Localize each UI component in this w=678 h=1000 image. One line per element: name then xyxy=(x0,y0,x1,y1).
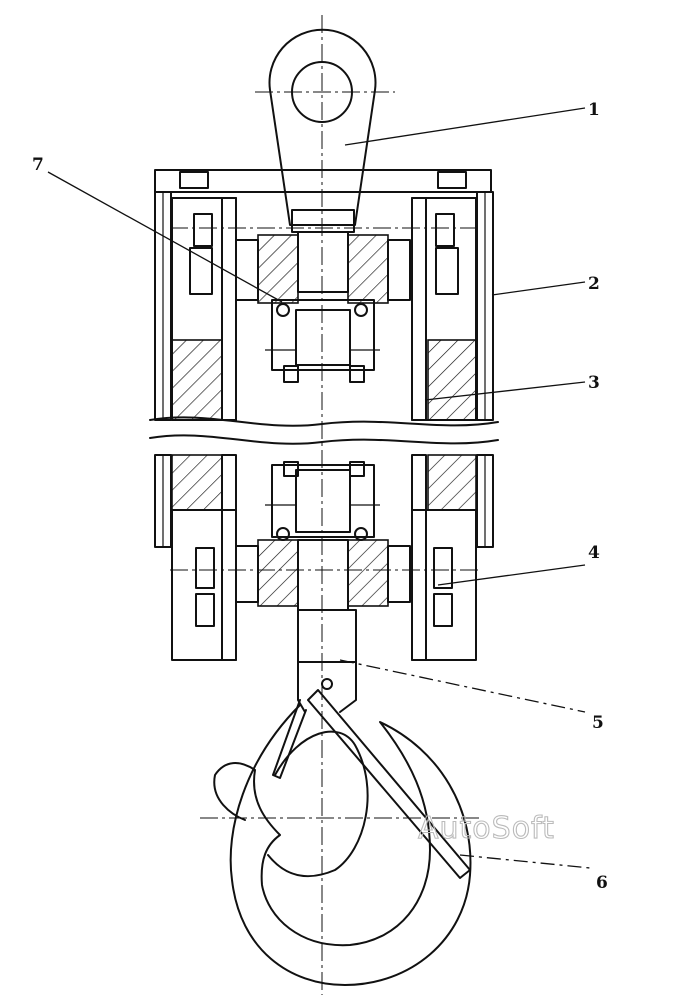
safety-latch xyxy=(272,689,471,879)
leader-lines xyxy=(47,107,591,869)
hook-shank xyxy=(297,609,357,713)
callout-6: 6 xyxy=(596,873,608,893)
upper-block xyxy=(170,213,478,383)
callout-7: 7 xyxy=(32,155,44,175)
break-line-top xyxy=(149,416,499,427)
lower-block xyxy=(170,461,478,627)
callouts: 1 2 3 4 5 6 7 xyxy=(32,100,608,893)
callout-1: 1 xyxy=(588,100,600,120)
hook-body xyxy=(200,704,480,986)
watermark: AutoSoft xyxy=(418,811,555,846)
callout-2: 2 xyxy=(588,274,600,294)
callout-5: 5 xyxy=(592,713,604,733)
break-line-bottom xyxy=(149,434,499,445)
outer-housing-upper xyxy=(154,169,494,421)
callout-4: 4 xyxy=(588,543,600,563)
callout-3: 3 xyxy=(588,373,600,393)
outer-housing-lower xyxy=(154,454,494,661)
